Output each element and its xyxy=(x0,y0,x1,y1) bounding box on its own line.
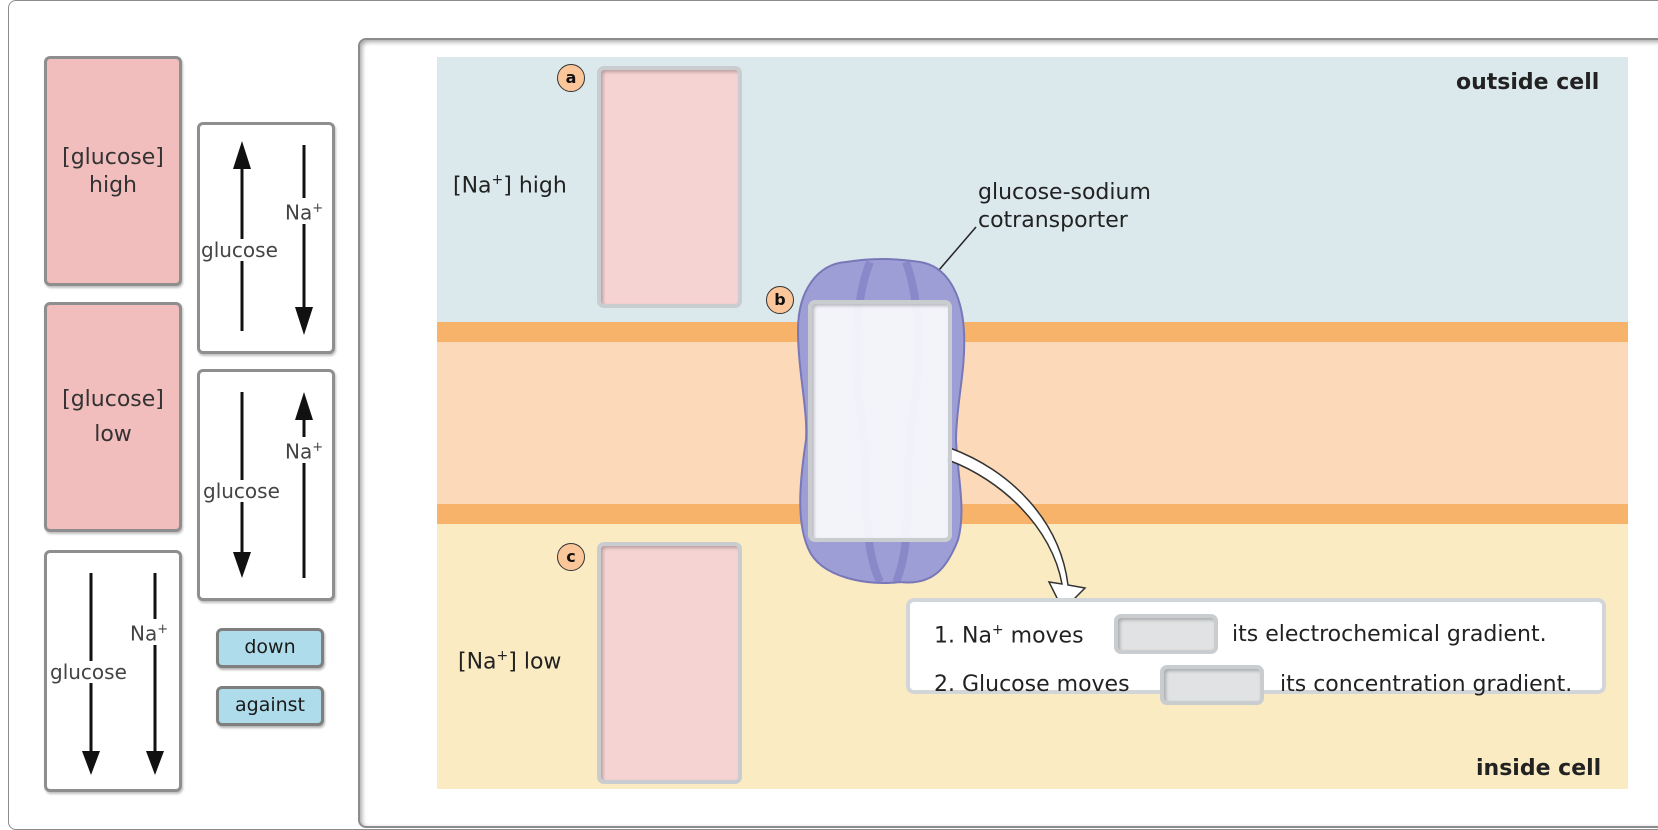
glucose-label: glucose xyxy=(49,660,128,684)
statement-1-blank[interactable] xyxy=(1114,614,1218,654)
outside-cell-label: outside cell xyxy=(1456,70,1600,95)
statement-2: 2. Glucose moves xyxy=(934,672,1130,697)
membrane-inner-layer xyxy=(437,504,1628,524)
drop-target-a[interactable] xyxy=(597,66,742,308)
statement-2-blank[interactable] xyxy=(1160,665,1264,705)
tile-glucose-up-na-down[interactable]: glucose Na+ xyxy=(197,122,335,354)
tile-glucose-high-line1: [glucose] xyxy=(62,145,164,170)
tile-glucose-low-line2: low xyxy=(94,422,132,447)
down-button[interactable]: down xyxy=(216,628,324,668)
tile-both-down[interactable]: glucose Na+ xyxy=(44,550,182,792)
statement-1: 1. Na+ moves xyxy=(934,622,1084,649)
badge-c: c xyxy=(557,543,585,571)
membrane-core xyxy=(437,342,1628,504)
tile-glucose-down-na-up[interactable]: glucose Na+ xyxy=(197,369,335,601)
statement-2-tail: its concentration gradient. xyxy=(1280,672,1573,697)
tile-glucose-high-line2: high xyxy=(89,173,137,198)
glucose-label: glucose xyxy=(202,479,281,503)
cotransporter-label-line1: glucose-sodium xyxy=(978,180,1151,205)
na-label: Na+ xyxy=(129,619,170,645)
inside-cell-label: inside cell xyxy=(1476,756,1602,781)
statements-box: 1. Na+ moves its electrochemical gradien… xyxy=(906,598,1606,705)
tile-glucose-low[interactable]: [glucose] low xyxy=(44,302,182,532)
drop-target-c[interactable] xyxy=(597,542,742,784)
na-low-label: [Na+] low xyxy=(458,648,562,675)
na-label: Na+ xyxy=(284,198,325,224)
cotransporter-label-line2: cotransporter xyxy=(978,208,1128,233)
tile-glucose-high[interactable]: [glucose] high xyxy=(44,56,182,286)
tile-glucose-low-line1: [glucose] xyxy=(62,387,164,412)
statement-1-tail: its electrochemical gradient. xyxy=(1232,622,1547,647)
against-button[interactable]: against xyxy=(216,686,324,726)
glucose-label: glucose xyxy=(200,238,279,262)
na-label: Na+ xyxy=(284,437,325,463)
badge-b: b xyxy=(766,286,794,314)
drop-target-b[interactable] xyxy=(808,300,952,542)
membrane-outer-layer xyxy=(437,322,1628,342)
na-high-label: [Na+] high xyxy=(453,172,567,199)
badge-a: a xyxy=(557,64,585,92)
